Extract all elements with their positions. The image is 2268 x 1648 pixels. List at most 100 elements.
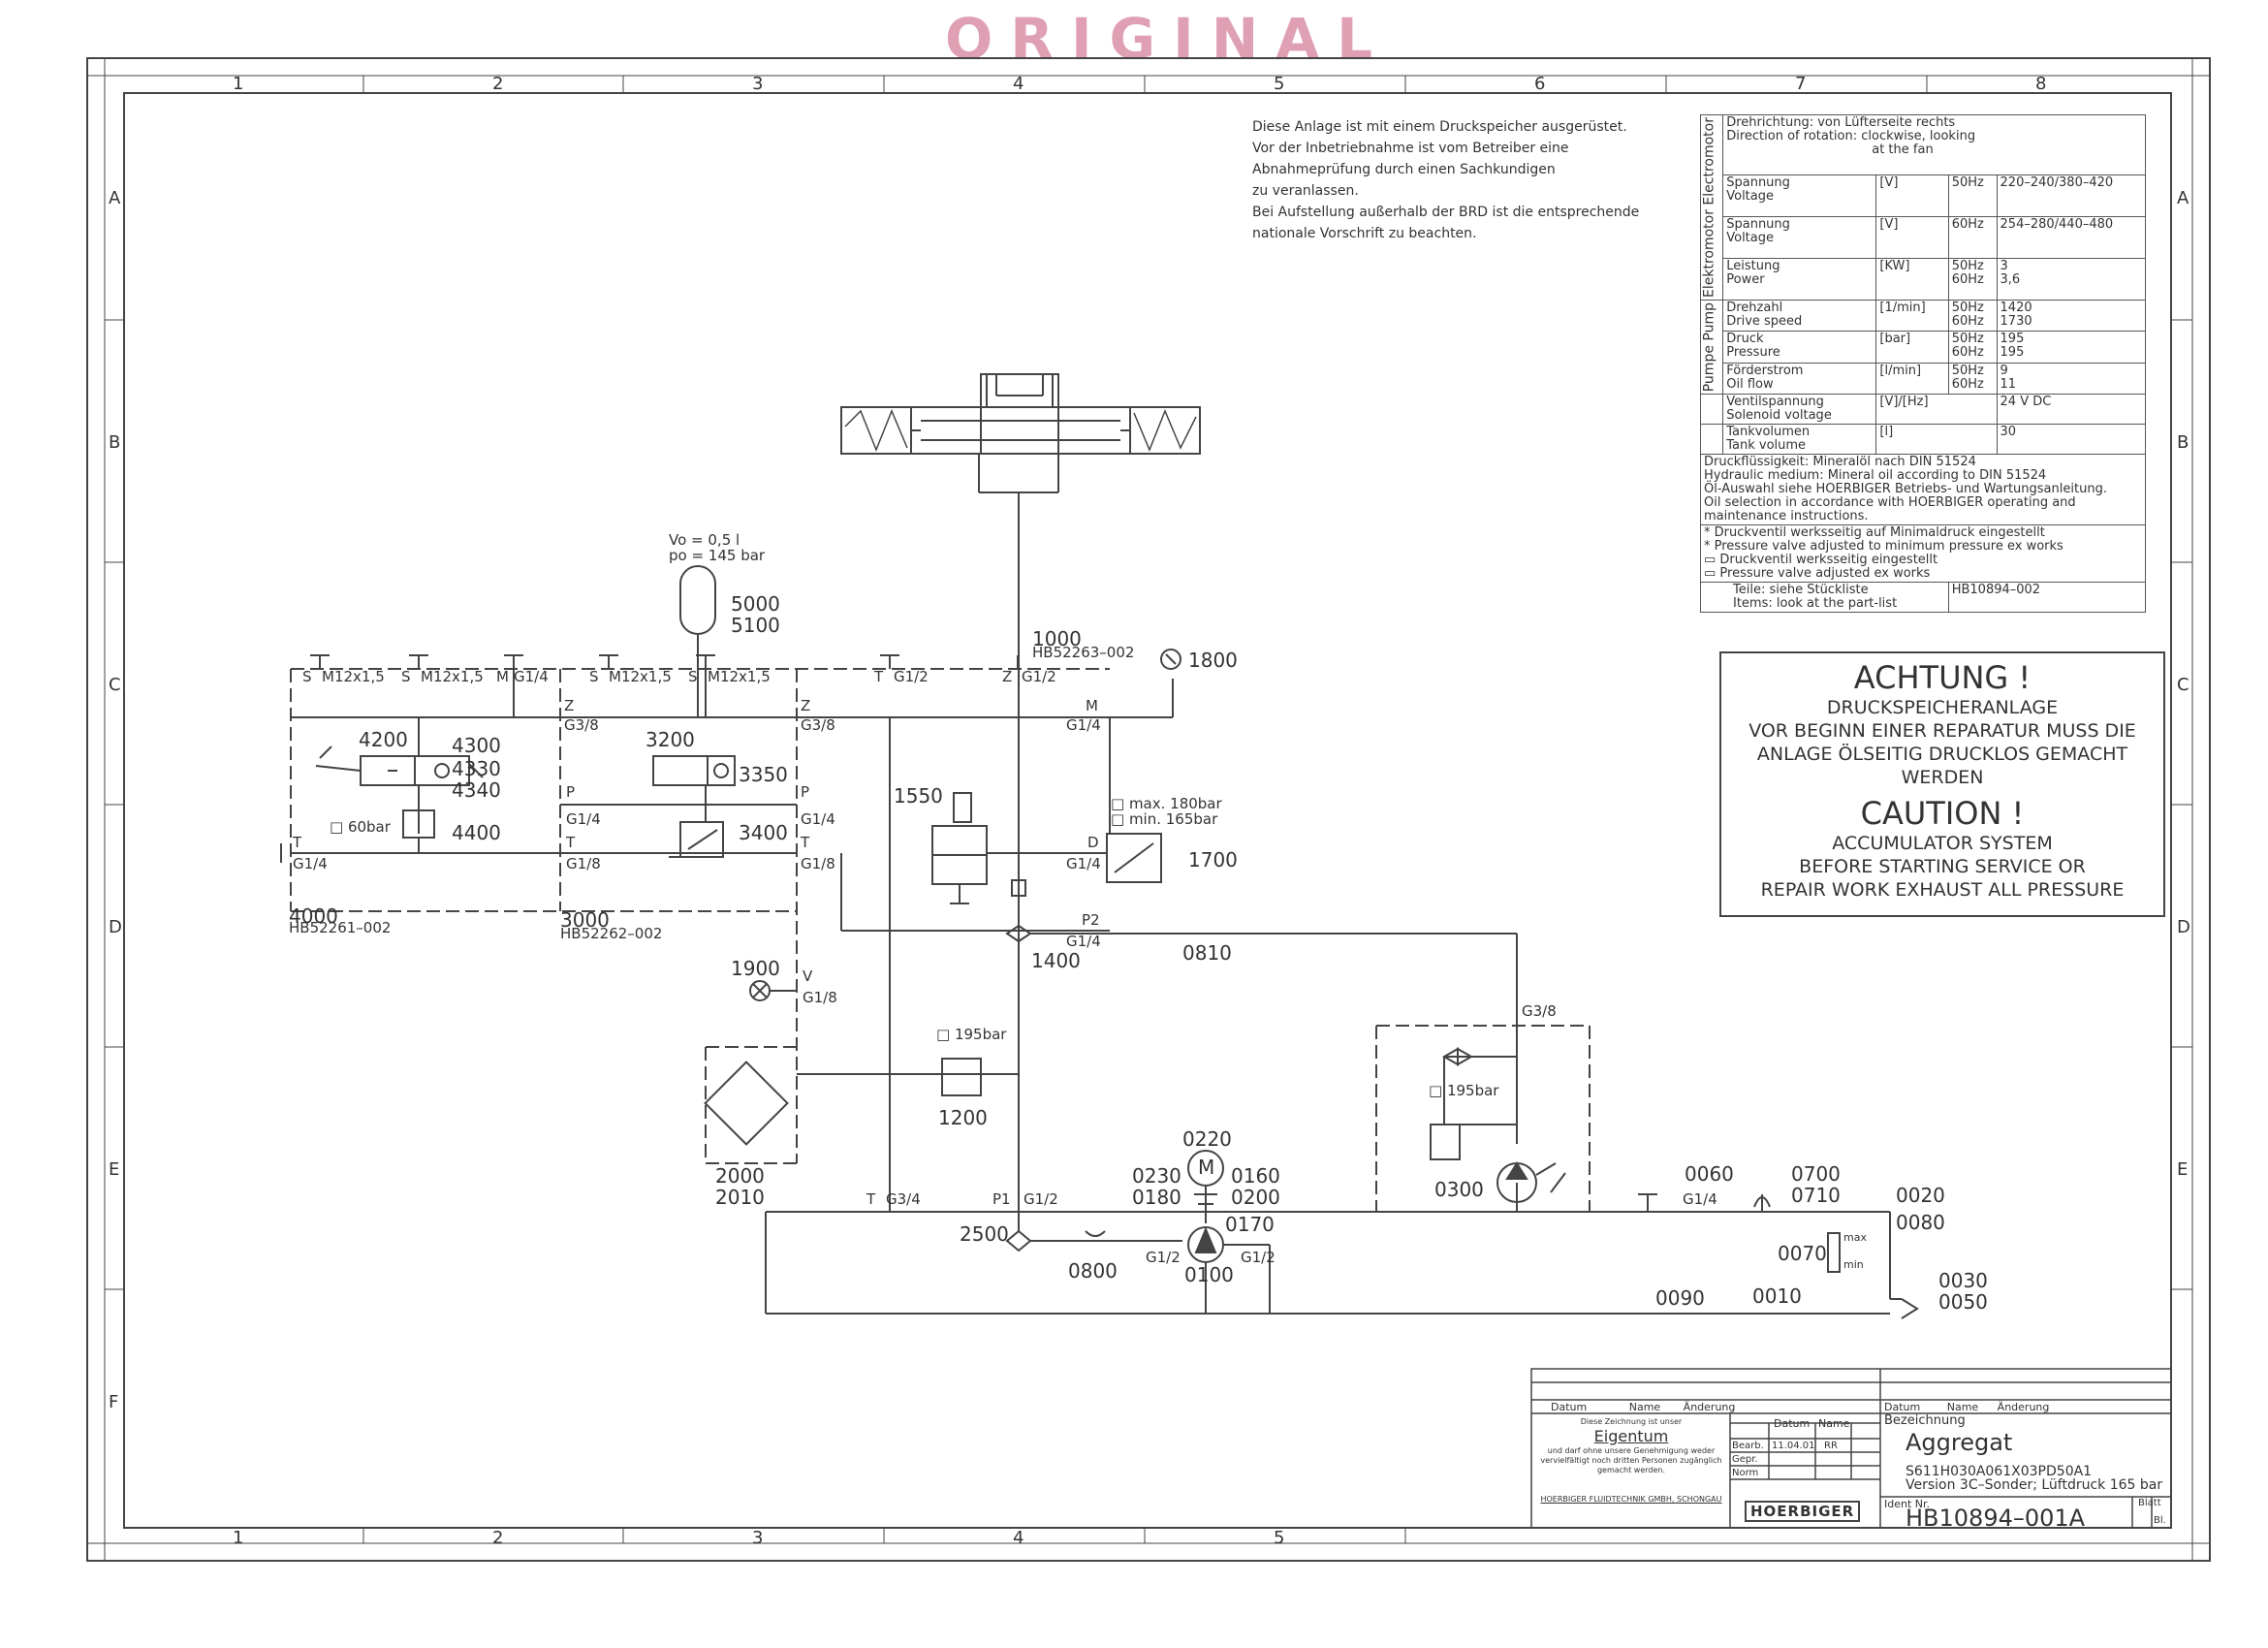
port-label: G1/4: [566, 810, 601, 828]
owner-word: Eigentum: [1593, 1427, 1669, 1445]
part-0220: 0220: [1182, 1127, 1232, 1151]
spec-text: Direction of rotation: clockwise, lookin…: [1726, 129, 1976, 143]
port-label: G3/8: [564, 716, 599, 734]
port-label: G1/8: [566, 855, 601, 872]
port-label: G1/8: [803, 989, 837, 1006]
note-line: Vor der Inbetriebnahme ist vom Betreiber…: [1252, 141, 1569, 156]
port-label: M12x1,5: [421, 668, 484, 685]
part-0180: 0180: [1132, 1186, 1181, 1209]
spec-hz: 50Hz: [1947, 174, 1998, 218]
rev-col: Änderung: [1997, 1401, 2050, 1413]
manifold-ref: HB52263–002: [1032, 644, 1134, 661]
pressure-gauge-1800: [1160, 649, 1181, 670]
port-label: G3/4: [886, 1190, 921, 1208]
port-label: G1/2: [1022, 668, 1056, 685]
port-label: G1/8: [801, 855, 835, 872]
spec-text: Hydraulic medium: Mineral oil according …: [1704, 468, 2047, 484]
return-filter-2000: [704, 1061, 789, 1146]
spec-text: 11: [2000, 376, 2017, 392]
tb-bl: Bl.: [2154, 1515, 2166, 1526]
spec-fluid: Druckflüssigkeit: Mineralöl nach DIN 515…: [1700, 454, 2146, 526]
spec-unit: [bar]: [1875, 331, 1949, 364]
col-label-3-bottom: 3: [752, 1528, 763, 1548]
company-name: HOERBIGER FLUIDTECHNIK GMBH, SCHONGAU: [1540, 1495, 1722, 1504]
port-label: G1/4: [801, 810, 835, 828]
col-label-5: 5: [1274, 74, 1284, 94]
spec-text: Spannung: [1726, 217, 1790, 233]
tb-col-name: Name: [1818, 1417, 1850, 1430]
spec-parts: Teile: siehe Stückliste Items: look at t…: [1700, 582, 1949, 614]
spec-text: Voltage: [1726, 189, 1774, 205]
company-logo: HOERBIGER: [1745, 1501, 1861, 1522]
port-label: T: [292, 834, 302, 851]
port-label: G3/8: [1522, 1002, 1557, 1020]
outer-frame: [86, 57, 2211, 1562]
part-3200: 3200: [646, 728, 695, 751]
port-label: G1/4: [1066, 716, 1101, 734]
spec-text: Items: look at the part-list: [1733, 596, 1898, 612]
port-label: M12x1,5: [708, 668, 771, 685]
spec-group-motor: Elektromotor Electromotor: [1700, 114, 1723, 301]
warning-text-de: ANLAGE ÖLSEITIG DRUCKLOS GEMACHT WERDEN: [1756, 744, 2128, 788]
note-line: Diese Anlage ist mit einem Druckspeicher…: [1252, 119, 1627, 135]
revision-header: Datum Name Änderung: [1551, 1401, 1735, 1413]
part-1000: 1000: [1032, 627, 1082, 650]
spec-value: 220–240/380–420: [1996, 174, 2147, 218]
spec-unit: [l]: [1875, 424, 1998, 456]
warning-text-de: DRUCKSPEICHERANLAGE: [1826, 697, 2059, 718]
part-0230: 0230: [1132, 1164, 1181, 1188]
part-4340: 4340: [452, 778, 501, 802]
part-2010: 2010: [715, 1186, 765, 1209]
title-block: [1530, 1368, 2172, 1529]
spec-text: 50Hz: [1951, 301, 1984, 315]
spec-unit: [l/min]: [1875, 362, 1949, 396]
note-line: Abnahmeprüfung durch einen Sachkundigen: [1252, 162, 1556, 177]
setting-195bar-1200: □ 195bar: [936, 1026, 1007, 1043]
spec-text: 60Hz: [1951, 345, 1984, 361]
port-label: G1/4: [1066, 933, 1101, 950]
accumulator-pressure: po = 145 bar: [669, 547, 766, 564]
spec-unit: [1/min]: [1875, 299, 1949, 333]
rev-col: Datum: [1551, 1401, 1588, 1413]
solenoid-valve-1550: [931, 825, 988, 856]
tb-bearb-name: RR: [1824, 1441, 1838, 1451]
port-label: P1: [992, 1190, 1011, 1208]
spec-text: Drehrichtung: von Lüfterseite rechts: [1726, 115, 1956, 130]
rev-col: Datum: [1884, 1401, 1921, 1413]
spec-value: 24 V DC: [1996, 394, 2147, 426]
note-line: zu veranlassen.: [1252, 183, 1359, 199]
port-label: S: [401, 668, 411, 685]
part-3350: 3350: [739, 763, 788, 786]
block-4000-ref: HB52261–002: [289, 919, 391, 936]
spec-text: Öl-Auswahl siehe HOERBIGER Betriebs- und…: [1704, 482, 2107, 497]
tank-outline: [765, 1211, 1919, 1319]
part-0170: 0170: [1225, 1213, 1275, 1236]
tb-ident: HB10894–001A: [1906, 1505, 2086, 1532]
spec-unit: [V]/[Hz]: [1875, 394, 1998, 426]
rev-col: Name: [1628, 1401, 1661, 1413]
setting-195bar-0300: □ 195bar: [1429, 1082, 1499, 1099]
spec-hz: 60Hz: [1947, 216, 1998, 260]
col-label-6: 6: [1534, 74, 1545, 94]
row-label-d: D: [109, 917, 122, 937]
port-label: Z: [564, 697, 574, 714]
revision-header-right: Datum Name Änderung: [1884, 1401, 2049, 1413]
switch-max: □ max. 180bar: [1111, 795, 1223, 812]
warning-box: ACHTUNG ! DRUCKSPEICHERANLAGE VOR BEGINN…: [1719, 651, 2165, 917]
port-label: G1/4: [1066, 855, 1101, 872]
spec-text: 195: [2000, 345, 2025, 361]
original-stamp: ORIGINAL: [945, 6, 1391, 72]
rev-col: Änderung: [1683, 1401, 1736, 1413]
relief-valve-1200: [941, 1058, 982, 1096]
spec-unit: [V]: [1875, 216, 1949, 260]
col-label-2: 2: [492, 74, 503, 94]
part-1200: 1200: [938, 1106, 988, 1129]
part-1550: 1550: [894, 784, 943, 808]
